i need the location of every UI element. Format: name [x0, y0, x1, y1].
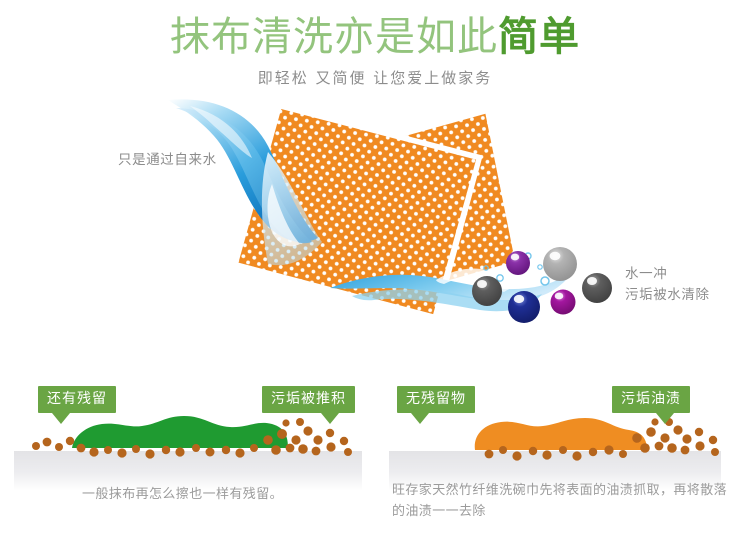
caption-rinse: 水一冲 污垢被水清除: [625, 264, 710, 306]
surface-band: [389, 451, 721, 491]
note-ordinary-cloth: 一般抹布再怎么擦也一样有残留。: [82, 487, 284, 502]
hero-illustration: 只是通过自来水 水一冲 污垢被水清除: [0, 92, 750, 352]
surface-band: [14, 451, 362, 491]
page-title-accent: 简单: [498, 14, 580, 60]
dirt-particle: [582, 273, 612, 303]
dirt-particles: [472, 247, 612, 323]
page-subtitle: 即轻松 又简便 让您爱上做家务: [257, 69, 493, 88]
water-stream-top: [168, 99, 322, 266]
dirt-particle: [506, 251, 530, 275]
badge-pileup-left: 污垢被推积: [262, 386, 355, 425]
hero-graphic: [168, 99, 612, 323]
dirt-dots-left: [32, 418, 352, 459]
water-spray-bottom: [330, 252, 572, 312]
badge-residue-left: 还有残留: [38, 386, 116, 425]
note-bamboo-cloth: 旺存家天然竹纤维洗碗巾先将表面的油渍抓取，再将散落的油渍一一去除: [392, 483, 728, 520]
dirt-particle: [508, 291, 540, 323]
badge-grease-right: 污垢油渍: [612, 386, 690, 425]
dirt-particle: [472, 276, 502, 306]
page-title-main: 抹布清洗亦是如此: [170, 14, 498, 60]
header: 抹布清洗亦是如此简单 即轻松 又简便 让您爱上做家务: [0, 0, 750, 88]
panel-left-graphic: [14, 416, 362, 491]
page-title: 抹布清洗亦是如此简单: [0, 0, 750, 61]
caption-rinse-line1: 水一冲: [625, 266, 668, 282]
panel-ordinary-cloth: 还有残留 污垢被推积 一般抹布再怎么擦也一样有残留。: [0, 378, 375, 560]
dirt-particle: [543, 247, 577, 281]
caption-tap-water: 只是通过自来水: [118, 152, 217, 168]
badge-no-residue-right: 无残留物: [397, 386, 475, 425]
cloth-smear-blob: [72, 416, 288, 448]
cloth-smear-blob: [474, 418, 647, 450]
panel-bamboo-cloth: 无残留物 污垢油渍 旺存家天然竹纤维洗碗巾先将表面的油渍抓取，再将散落的油渍一一…: [375, 378, 750, 560]
dirt-particle: [550, 289, 576, 315]
caption-rinse-line2: 污垢被水清除: [625, 286, 710, 303]
cloth-front: [231, 102, 483, 321]
